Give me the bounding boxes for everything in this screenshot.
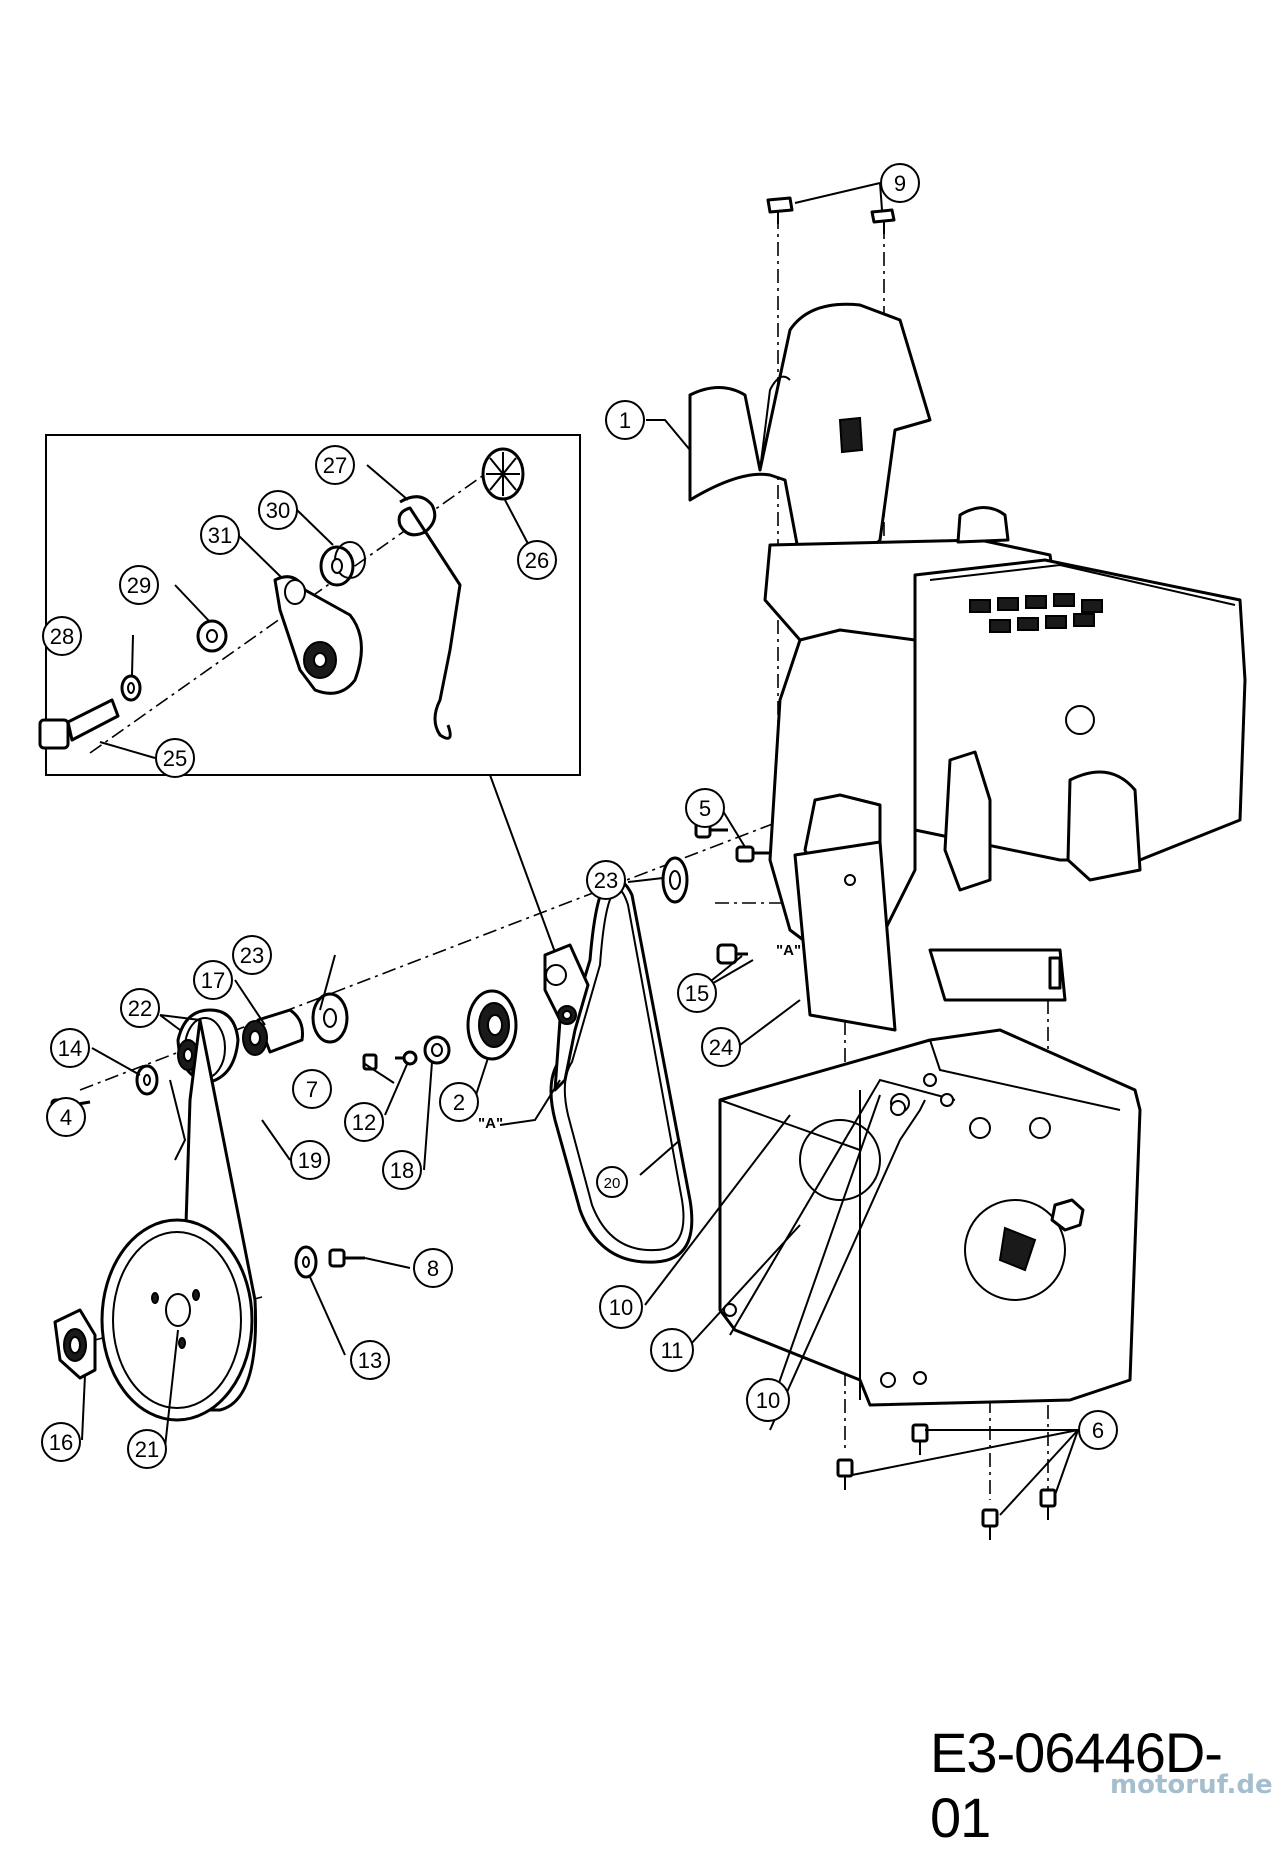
callout-29: 29 [119,565,159,605]
callout-23-right: 23 [586,860,626,900]
leader-lines [74,182,1079,1516]
svg-text:13: 13 [358,1348,382,1373]
svg-text:14: 14 [58,1036,82,1061]
callout-11: 11 [650,1328,694,1372]
callout-26: 26 [517,540,557,580]
part-17-hub [242,1008,304,1056]
svg-text:8: 8 [427,1256,439,1281]
callout-27: 27 [315,445,355,485]
svg-text:4: 4 [60,1105,72,1130]
callout-18: 18 [382,1150,422,1190]
part-23-washer-right [661,856,689,904]
assembly-ref-a-engine: "A" [776,942,801,959]
svg-text:26: 26 [525,548,549,573]
part-frame [718,1028,1142,1407]
callout-31: 31 [200,515,240,555]
part-27-spring [397,495,462,740]
callout-21: 21 [127,1429,167,1469]
callout-2: 2 [439,1082,479,1122]
svg-text:7: 7 [306,1077,318,1102]
engine-vent-grille [969,593,1103,633]
svg-text:27: 27 [323,453,347,478]
part-25-bolt [38,698,120,750]
part-16-hub-flange [53,1308,97,1380]
svg-text:24: 24 [709,1035,733,1060]
svg-text:31: 31 [208,523,232,548]
part-9-bolts [766,196,896,234]
svg-text:15: 15 [685,981,709,1006]
svg-text:6: 6 [1092,1418,1104,1443]
svg-text:10: 10 [609,1295,633,1320]
callout-9: 9 [880,163,920,203]
part-26-wheel [481,447,525,501]
callout-10-lower: 10 [746,1378,790,1422]
part-31-idler-bracket [273,575,363,695]
assembly-ref-a-inline: "A" [478,1115,503,1132]
part-23-washer-left [311,992,349,1044]
callout-10-upper: 10 [599,1285,643,1329]
part-20-belt [549,877,694,1264]
svg-text:9: 9 [894,171,906,196]
svg-text:2: 2 [453,1090,465,1115]
callout-7: 7 [292,1069,332,1109]
watermark-logo: motoruf.de [1110,1770,1272,1800]
callout-17: 17 [193,960,233,1000]
svg-text:10: 10 [756,1388,780,1413]
callout-13: 13 [350,1340,390,1380]
callout-19: 19 [290,1140,330,1180]
part-engine-shroud [688,302,932,562]
svg-text:29: 29 [127,573,151,598]
svg-text:5: 5 [699,796,711,821]
detail-inset-pointer [489,774,557,956]
part-29-washer [196,619,228,653]
svg-text:25: 25 [163,746,187,771]
svg-text:30: 30 [266,498,290,523]
svg-text:19: 19 [298,1148,322,1173]
callout-24: 24 [701,1027,741,1067]
svg-text:12: 12 [352,1110,376,1135]
svg-text:22: 22 [128,996,152,1021]
svg-text:21: 21 [135,1437,159,1462]
detail-inset-frame [45,434,581,776]
part-6-bolts [836,1423,1057,1540]
svg-text:28: 28 [50,624,74,649]
part-14-washer [135,1064,159,1096]
callout-1: 1 [605,400,645,440]
callout-14: 14 [50,1028,90,1068]
part-15-screw [716,943,748,965]
callout-16: 16 [41,1422,81,1462]
svg-text:23: 23 [594,868,618,893]
callout-20: 20 [596,1166,628,1198]
svg-text:16: 16 [49,1430,73,1455]
part-21-large-pulley [100,1218,254,1422]
callout-28: 28 [42,616,82,656]
part-idler-assembly-a [543,943,590,1092]
callout-8: 8 [413,1248,453,1288]
part-28-lock-washer [120,674,142,702]
callout-4: 4 [46,1097,86,1137]
callout-23-left: 23 [232,935,272,975]
callout-30: 30 [258,490,298,530]
callout-6: 6 [1078,1410,1118,1450]
svg-text:20: 20 [604,1175,621,1192]
svg-text:11: 11 [661,1338,684,1363]
svg-text:1: 1 [619,408,631,433]
callout-22: 22 [120,988,160,1028]
part-2-bearing [466,989,518,1061]
part-18-spacer [423,1035,451,1065]
callout-25: 25 [155,738,195,778]
svg-text:18: 18 [390,1158,414,1183]
part-30-spacer [319,541,366,587]
part-10-11-rods [729,1078,956,1431]
svg-text:23: 23 [240,943,264,968]
part-12-washer [395,1050,418,1066]
part-24-plate [793,840,897,1032]
part-8-bolt [328,1248,365,1268]
svg-text:17: 17 [201,968,225,993]
callout-15: 15 [677,973,717,1013]
callout-12: 12 [344,1102,384,1142]
callout-5: 5 [685,788,725,828]
part-13-washer [294,1245,318,1279]
exploded-parts-diagram: "A" "A" 1 2 4 5 6 7 8 9 10 10 11 12 13 1… [38,163,1247,1540]
